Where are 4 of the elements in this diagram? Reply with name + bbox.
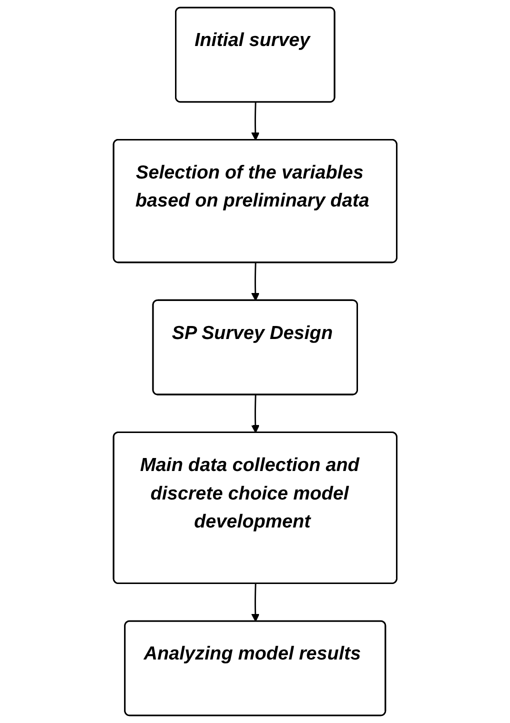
arrow xyxy=(251,102,260,141)
arrow xyxy=(251,262,260,301)
arrow xyxy=(251,394,260,434)
arrow xyxy=(251,584,260,622)
